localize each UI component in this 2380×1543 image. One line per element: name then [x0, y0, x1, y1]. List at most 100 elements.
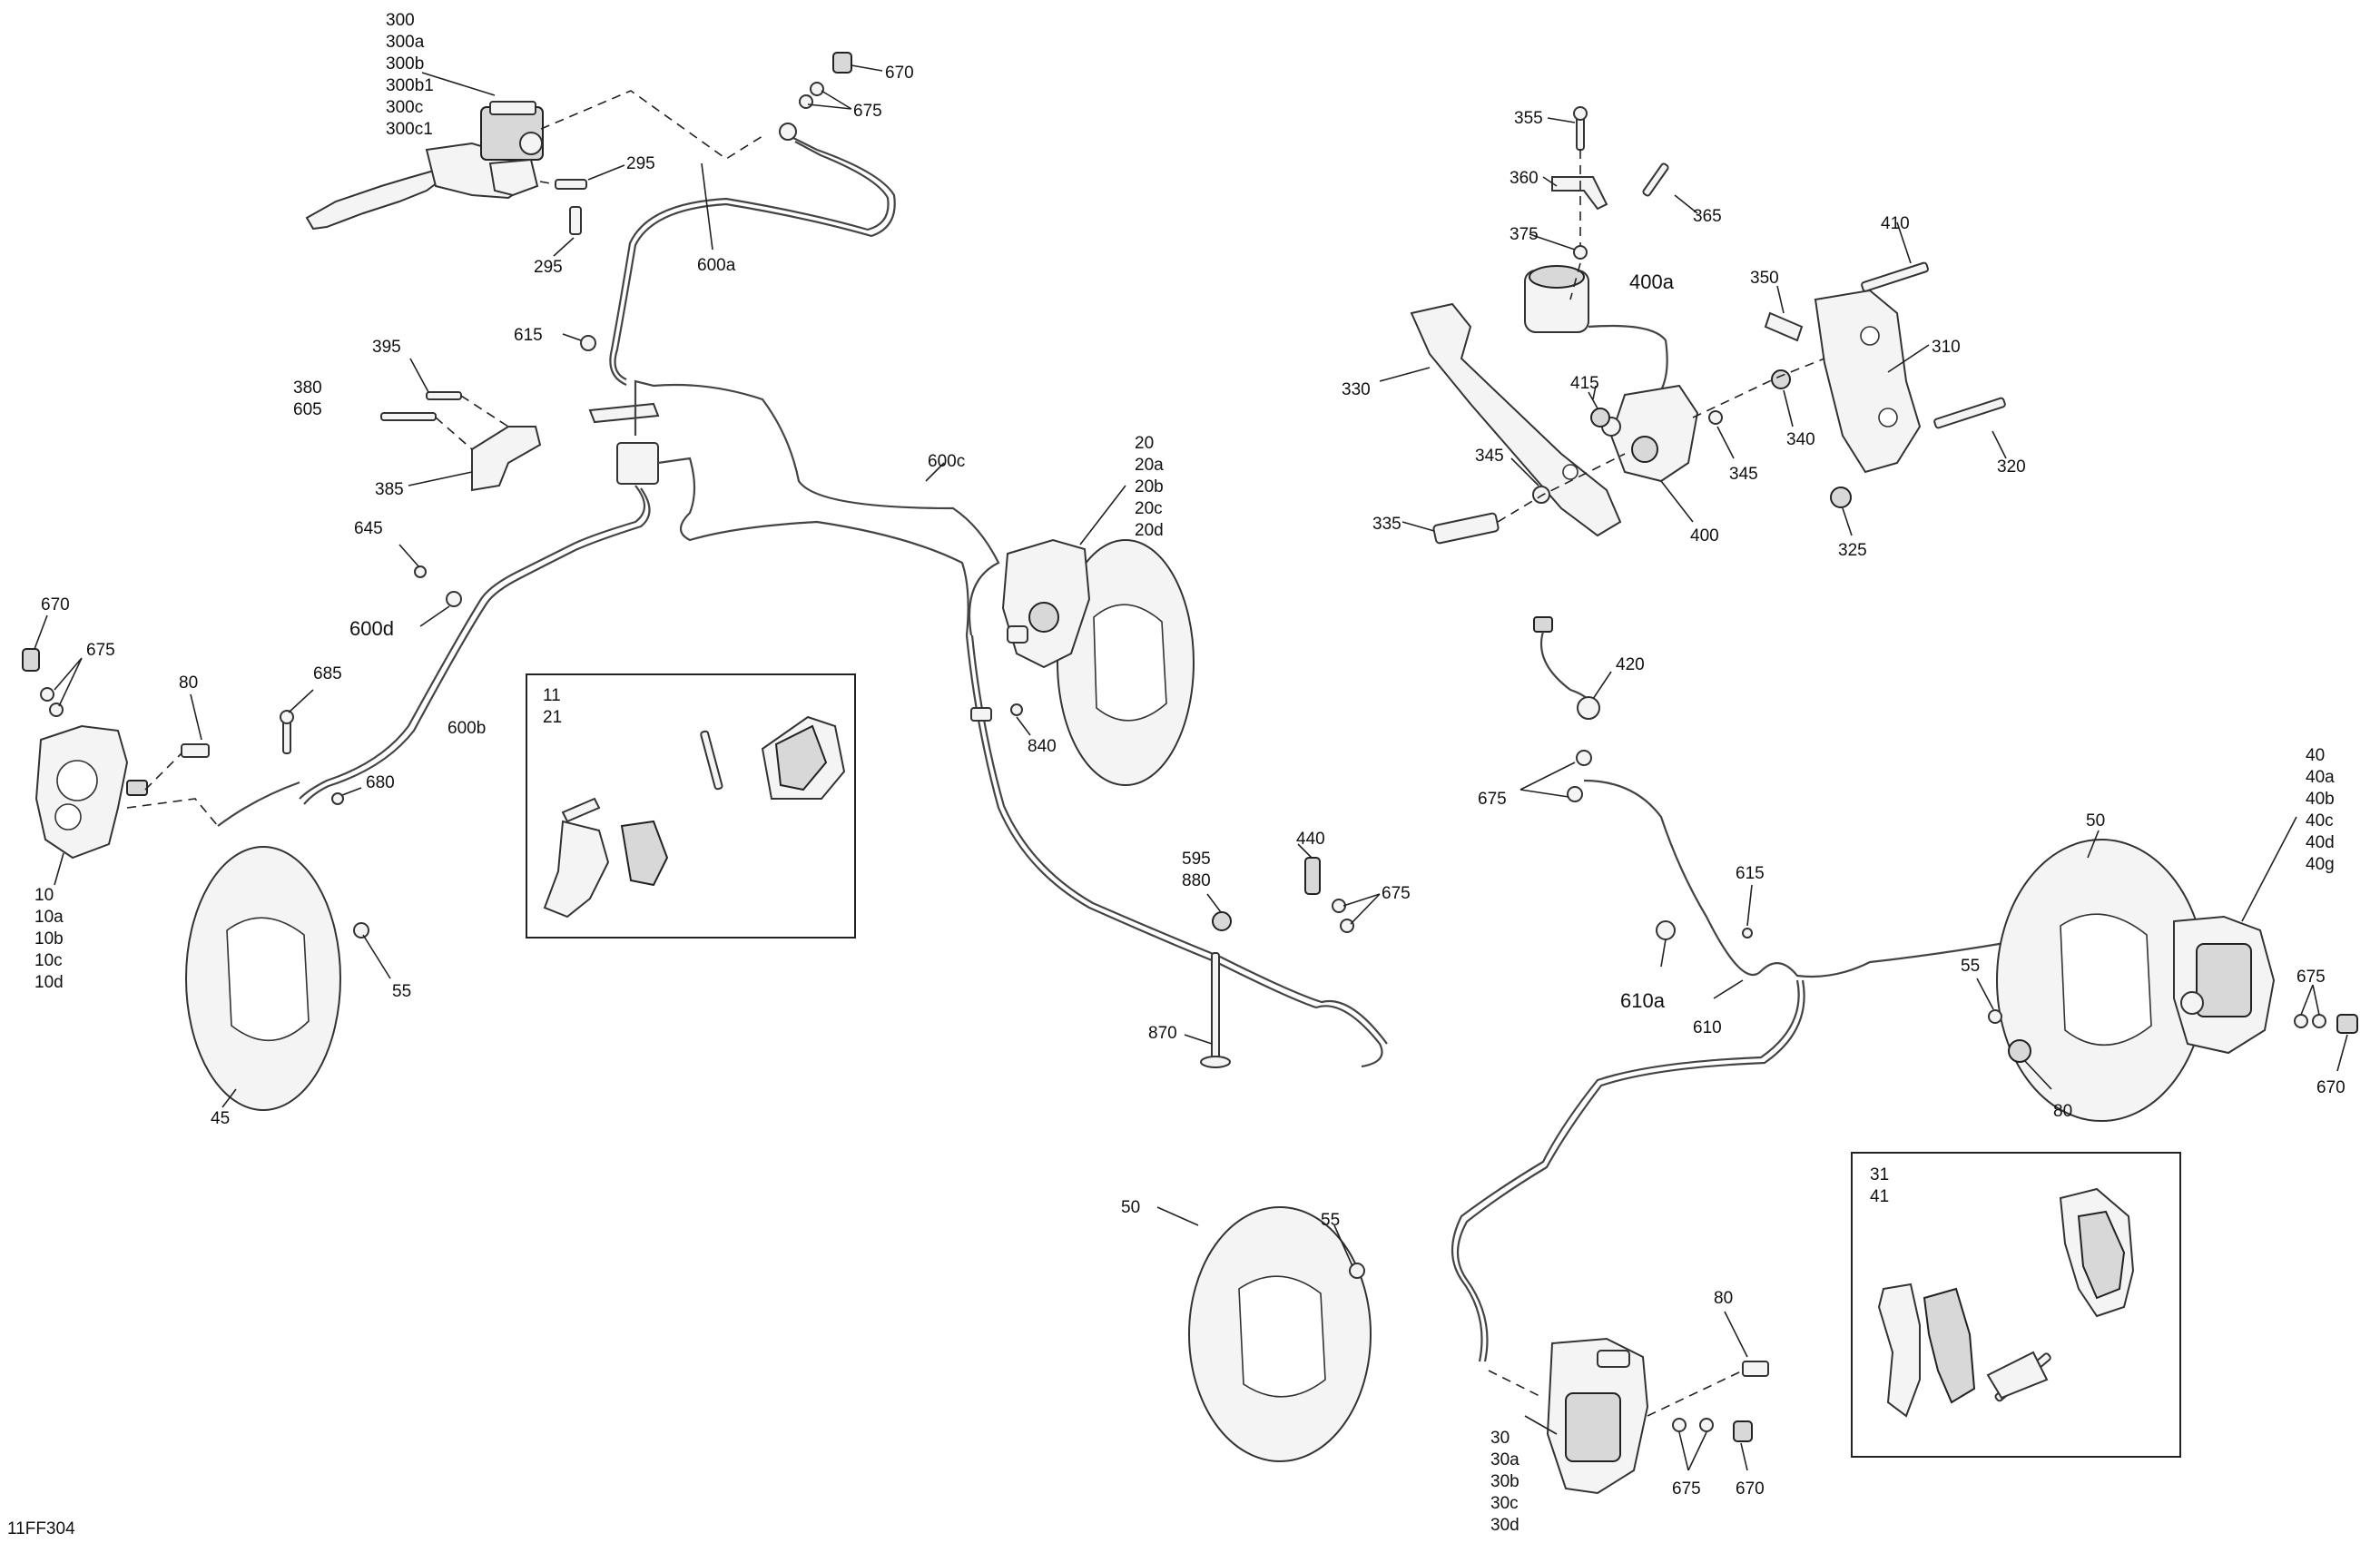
hose-600d	[965, 634, 1383, 1068]
bolt-870	[1200, 952, 1231, 1068]
label-420: 420	[1616, 655, 1645, 674]
label-300: 300	[386, 11, 415, 30]
label-600a: 600a	[697, 256, 736, 275]
caliper-front-left	[34, 724, 148, 860]
bolt-55-right	[1988, 1009, 2002, 1024]
label-605: 605	[293, 400, 322, 419]
label-55-right: 55	[1961, 957, 1980, 976]
label-670-rear: 670	[1736, 1479, 1765, 1499]
label-20d: 20d	[1135, 521, 1164, 540]
label-675-rear: 675	[1672, 1479, 1701, 1499]
label-415: 415	[1570, 374, 1599, 393]
label-40g: 40g	[2306, 855, 2335, 874]
label-880: 880	[1182, 871, 1211, 890]
banjo-left	[22, 648, 64, 717]
label-345-left: 345	[1475, 447, 1504, 466]
label-40d: 40d	[2306, 833, 2335, 852]
label-360: 360	[1510, 169, 1539, 188]
washers-675-right-top	[1567, 750, 1592, 802]
label-inset-11: 11	[543, 686, 561, 705]
nut-325	[1830, 486, 1852, 508]
bolt-80-right	[2008, 1039, 2031, 1063]
label-10b: 10b	[34, 929, 64, 948]
master-cylinder-400	[1601, 384, 1699, 483]
label-350: 350	[1750, 269, 1779, 288]
nut-595	[1212, 911, 1232, 931]
label-870: 870	[1148, 1024, 1177, 1043]
bracket-310	[1814, 289, 1922, 474]
label-375: 375	[1510, 225, 1539, 244]
label-inset-41: 41	[1870, 1187, 1889, 1206]
bolt-80-left	[181, 743, 210, 758]
bolt-295-upper	[539, 179, 587, 190]
bolt-80-rear	[1742, 1361, 1769, 1377]
label-675-center: 675	[1382, 884, 1411, 903]
label-330: 330	[1342, 380, 1371, 399]
label-840: 840	[1028, 737, 1057, 756]
label-50-right: 50	[2086, 811, 2105, 830]
washer-340	[1771, 369, 1791, 389]
label-615-top: 615	[514, 326, 543, 345]
label-355: 355	[1514, 109, 1543, 128]
label-10c: 10c	[34, 951, 63, 970]
label-380: 380	[293, 378, 322, 398]
label-670-right: 670	[2316, 1078, 2346, 1097]
caliper-20	[1001, 538, 1091, 669]
nut-415	[1590, 408, 1610, 428]
front-master-cylinder	[305, 101, 544, 231]
hose-610a	[1451, 979, 1800, 1362]
label-inset-31: 31	[1870, 1165, 1889, 1184]
label-30c: 30c	[1490, 1494, 1519, 1513]
label-30d: 30d	[1490, 1516, 1519, 1535]
label-410: 410	[1881, 214, 1910, 233]
label-610: 610	[1693, 1018, 1722, 1037]
caliper-40	[2173, 915, 2276, 1055]
bracket-385	[380, 391, 542, 492]
label-300a: 300a	[386, 33, 425, 52]
label-10a: 10a	[34, 908, 64, 927]
fitting-685	[280, 710, 294, 754]
label-615-right: 615	[1736, 864, 1765, 883]
banjo-fittings-675-670	[779, 52, 852, 141]
label-10d: 10d	[34, 973, 64, 992]
label-300c1: 300c1	[386, 120, 433, 139]
label-20c: 20c	[1135, 499, 1163, 518]
label-395: 395	[372, 338, 401, 357]
label-310: 310	[1932, 338, 1961, 357]
label-675-left: 675	[86, 641, 115, 660]
hose-600c	[634, 379, 1000, 636]
bolt-410	[1861, 261, 1929, 292]
clip-615-right	[1742, 928, 1753, 939]
label-55-left: 55	[392, 982, 411, 1001]
label-80-right: 80	[2053, 1102, 2072, 1121]
brake-disc-45	[185, 846, 369, 1111]
wheel-speed-sensor-420	[1533, 616, 1600, 720]
washer-345-left	[1532, 486, 1550, 504]
label-40b: 40b	[2306, 790, 2335, 809]
washers-675-right	[2294, 1014, 2326, 1028]
label-300b1: 300b1	[386, 76, 434, 95]
label-595: 595	[1182, 850, 1211, 869]
label-645: 645	[354, 519, 383, 538]
label-345-right: 345	[1729, 465, 1758, 484]
label-10: 10	[34, 886, 54, 905]
brake-disc-front-right	[1057, 539, 1195, 786]
label-80-left: 80	[179, 673, 198, 693]
bolt-320	[1933, 397, 2006, 429]
hose-600b	[299, 485, 646, 800]
label-55-center: 55	[1321, 1211, 1340, 1230]
label-600d: 600d	[349, 617, 394, 640]
inset-box-front-pads	[526, 673, 856, 939]
label-40a: 40a	[2306, 768, 2335, 787]
label-670-top: 670	[885, 64, 914, 83]
label-30b: 30b	[1490, 1472, 1519, 1491]
label-325: 325	[1838, 541, 1867, 560]
fitting-645	[414, 565, 462, 607]
label-295-upper: 295	[626, 154, 655, 173]
label-440: 440	[1296, 830, 1325, 849]
label-300c: 300c	[386, 98, 423, 117]
clip-610a	[1656, 920, 1676, 940]
bolt-295-lower	[569, 206, 582, 235]
bolt-335	[1432, 512, 1500, 545]
